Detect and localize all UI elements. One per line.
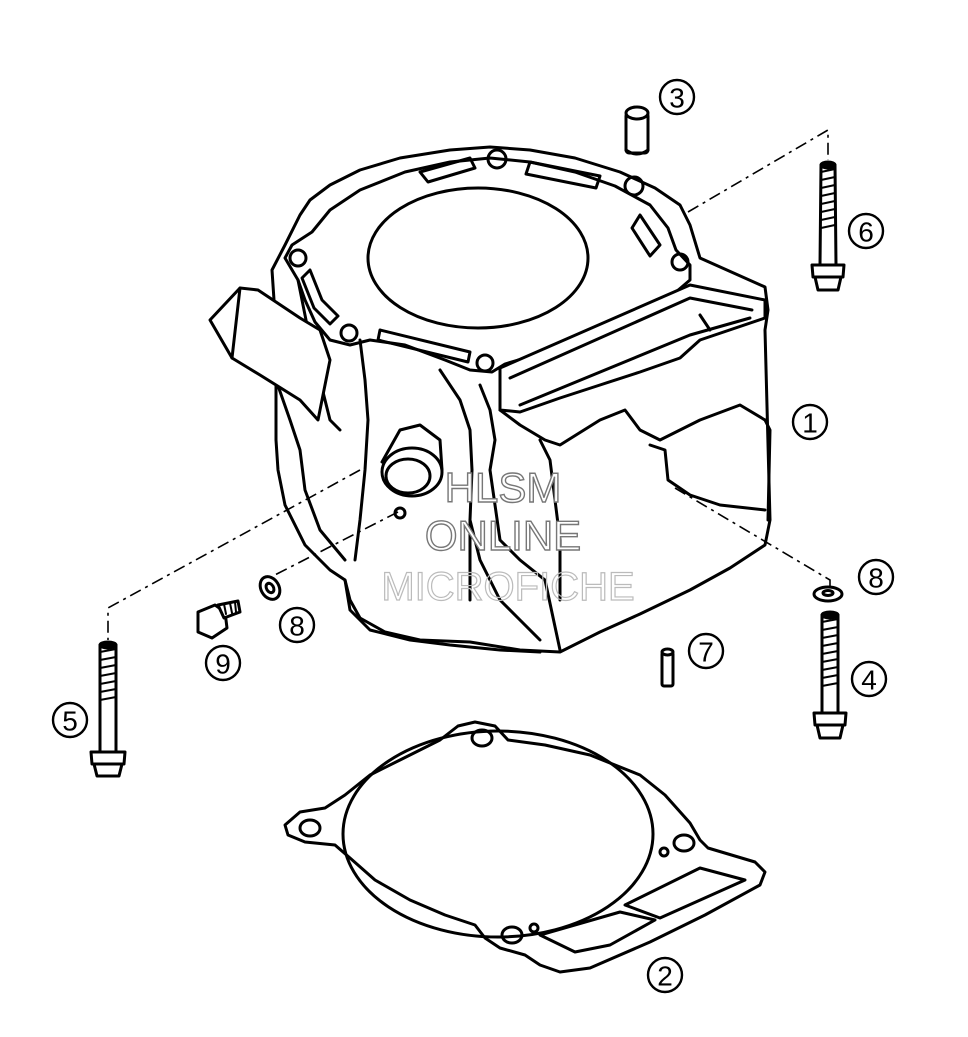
cylinder-part (208, 145, 772, 654)
callout-9: 9 (204, 644, 242, 682)
washer-8-right-part (812, 585, 844, 603)
alignment-lines (107, 128, 831, 640)
callout-5: 5 (51, 701, 89, 739)
dowel-sleeve-part (624, 105, 650, 156)
cylinder-bolt-4-part (812, 610, 848, 740)
callout-9-label: 9 (215, 649, 231, 680)
screw-plug-9-part (196, 599, 242, 640)
watermark-line-2: ONLINE (425, 512, 581, 559)
callout-3-label: 3 (669, 83, 685, 114)
watermark: HLSM ONLINE MICROFICHE (381, 463, 636, 609)
callout-8-left: 8 (278, 606, 316, 644)
cylinder-base-gasket-part (283, 720, 767, 974)
cylinder-bolt-6-part (810, 160, 846, 292)
callout-8-left-label: 8 (289, 611, 305, 642)
callout-3: 3 (658, 78, 696, 116)
cylinder-bolt-5-part (89, 640, 127, 778)
callout-6-label: 6 (858, 217, 874, 248)
callout-1: 1 (791, 403, 829, 441)
callout-7-label: 7 (698, 637, 714, 668)
dowel-pin-7-part (660, 647, 675, 688)
callout-1-label: 1 (802, 408, 818, 439)
callout-2-label: 2 (657, 961, 673, 992)
callout-5-label: 5 (62, 706, 78, 737)
callout-8-right: 8 (857, 558, 895, 596)
callout-4: 4 (850, 660, 888, 698)
callout-7: 7 (687, 632, 725, 670)
callout-2: 2 (646, 956, 684, 994)
watermark-line-3: MICROFICHE (381, 565, 634, 609)
watermark-line-1: HLSM (445, 464, 562, 511)
callout-4-label: 4 (861, 665, 877, 696)
callout-8-right-label: 8 (868, 563, 884, 594)
washer-8-left-part (258, 575, 282, 601)
callout-6: 6 (847, 212, 885, 250)
